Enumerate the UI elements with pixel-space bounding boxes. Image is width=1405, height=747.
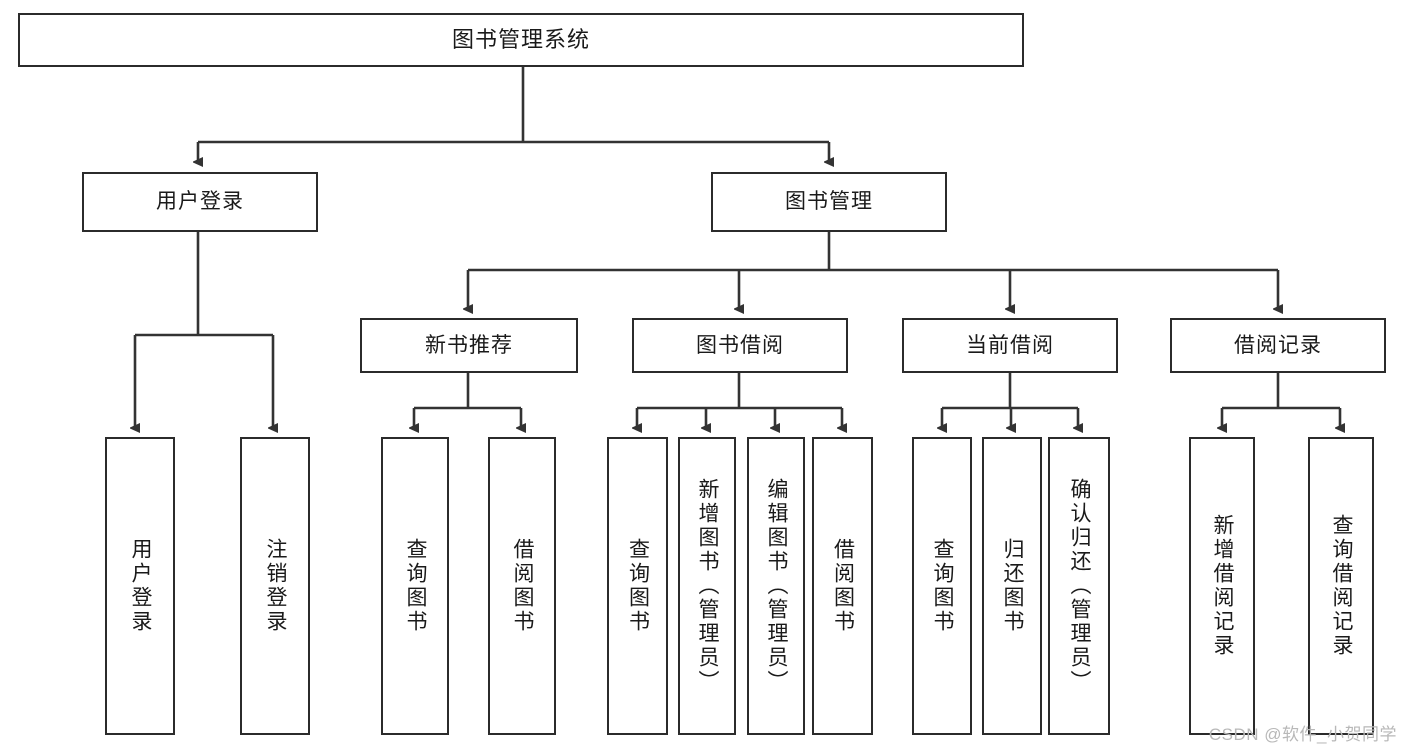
leaf-query-book-recommend[interactable]: 查询图书 bbox=[381, 437, 449, 735]
node-root[interactable]: 图书管理系统 bbox=[18, 13, 1024, 67]
node-current-borrow[interactable]: 当前借阅 bbox=[902, 318, 1118, 373]
leaf-confirm-return[interactable]: 确认归还（管理员） bbox=[1048, 437, 1110, 735]
leaf-logout-label: 注销登录 bbox=[264, 538, 288, 634]
leaf-add-borrow-record-label: 新增借阅记录 bbox=[1211, 514, 1235, 658]
leaf-query-book-borrow[interactable]: 查询图书 bbox=[607, 437, 668, 735]
node-user-login-label: 用户登录 bbox=[156, 190, 244, 214]
node-new-book-recommend[interactable]: 新书推荐 bbox=[360, 318, 578, 373]
leaf-query-book-borrow-label: 查询图书 bbox=[626, 538, 650, 634]
leaf-confirm-return-label: 确认归还（管理员） bbox=[1068, 478, 1092, 694]
node-root-label: 图书管理系统 bbox=[451, 26, 590, 52]
node-book-manage[interactable]: 图书管理 bbox=[711, 172, 947, 232]
leaf-borrow-book-recommend[interactable]: 借阅图书 bbox=[488, 437, 556, 735]
leaf-logout[interactable]: 注销登录 bbox=[240, 437, 310, 735]
node-book-borrow-label: 图书借阅 bbox=[696, 333, 784, 357]
node-book-borrow[interactable]: 图书借阅 bbox=[632, 318, 848, 373]
node-book-manage-label: 图书管理 bbox=[785, 190, 873, 214]
node-user-login[interactable]: 用户登录 bbox=[82, 172, 318, 232]
leaf-edit-book[interactable]: 编辑图书（管理员） bbox=[747, 437, 805, 735]
leaf-edit-book-label: 编辑图书（管理员） bbox=[765, 478, 789, 694]
node-new-book-recommend-label: 新书推荐 bbox=[425, 333, 513, 357]
leaf-query-borrow-record-label: 查询借阅记录 bbox=[1330, 514, 1354, 658]
leaf-borrow-book[interactable]: 借阅图书 bbox=[812, 437, 873, 735]
node-borrow-record-label: 借阅记录 bbox=[1234, 333, 1322, 357]
leaf-user-login-label: 用户登录 bbox=[129, 538, 153, 634]
leaf-borrow-book-recommend-label: 借阅图书 bbox=[511, 538, 535, 634]
leaf-borrow-book-label: 借阅图书 bbox=[831, 538, 855, 634]
leaf-add-borrow-record[interactable]: 新增借阅记录 bbox=[1189, 437, 1255, 735]
leaf-user-login[interactable]: 用户登录 bbox=[105, 437, 175, 735]
node-current-borrow-label: 当前借阅 bbox=[966, 333, 1054, 357]
leaf-query-borrow-record[interactable]: 查询借阅记录 bbox=[1308, 437, 1374, 735]
leaf-add-book-label: 新增图书（管理员） bbox=[696, 478, 720, 694]
leaf-query-book-current[interactable]: 查询图书 bbox=[912, 437, 972, 735]
node-borrow-record[interactable]: 借阅记录 bbox=[1170, 318, 1386, 373]
leaf-add-book[interactable]: 新增图书（管理员） bbox=[678, 437, 736, 735]
leaf-query-book-current-label: 查询图书 bbox=[931, 538, 955, 634]
leaf-return-book[interactable]: 归还图书 bbox=[982, 437, 1042, 735]
csdn-watermark: CSDN @软件_小贺同学 bbox=[1208, 725, 1397, 744]
leaf-query-book-recommend-label: 查询图书 bbox=[404, 538, 428, 634]
leaf-return-book-label: 归还图书 bbox=[1001, 538, 1025, 634]
